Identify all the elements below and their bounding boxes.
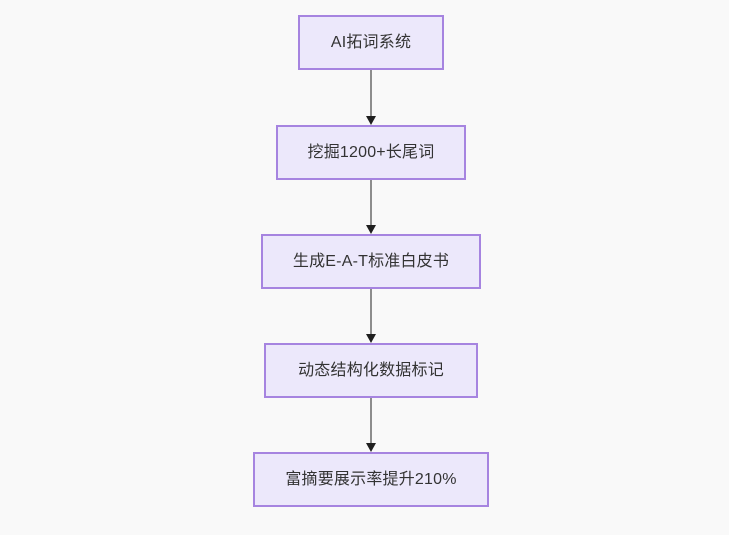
arrowhead-icon <box>366 334 376 343</box>
flow-node-label: 生成E-A-T标准白皮书 <box>292 252 450 270</box>
flow-edge-line <box>370 289 372 335</box>
flow-node-generate-eat-whitepaper[interactable]: 生成E-A-T标准白皮书 <box>261 234 481 289</box>
arrowhead-icon <box>366 443 376 452</box>
flow-node-mine-longtail-keywords[interactable]: 挖掘1200+长尾词 <box>276 125 466 180</box>
flow-edge-line <box>370 70 372 117</box>
flow-edge-line <box>370 398 372 444</box>
flow-edge-line <box>370 180 372 226</box>
arrowhead-icon <box>366 116 376 125</box>
arrowhead-icon <box>366 225 376 234</box>
flow-node-label: 挖掘1200+长尾词 <box>307 143 435 161</box>
flow-node-label: AI拓词系统 <box>330 33 412 51</box>
flow-node-label: 富摘要展示率提升210% <box>285 470 457 488</box>
flow-node-ai-keyword-system[interactable]: AI拓词系统 <box>298 15 444 70</box>
flow-node-dynamic-structured-data-markup[interactable]: 动态结构化数据标记 <box>264 343 478 398</box>
flow-node-rich-snippet-impression-lift[interactable]: 富摘要展示率提升210% <box>253 452 489 507</box>
flow-node-label: 动态结构化数据标记 <box>298 361 444 379</box>
